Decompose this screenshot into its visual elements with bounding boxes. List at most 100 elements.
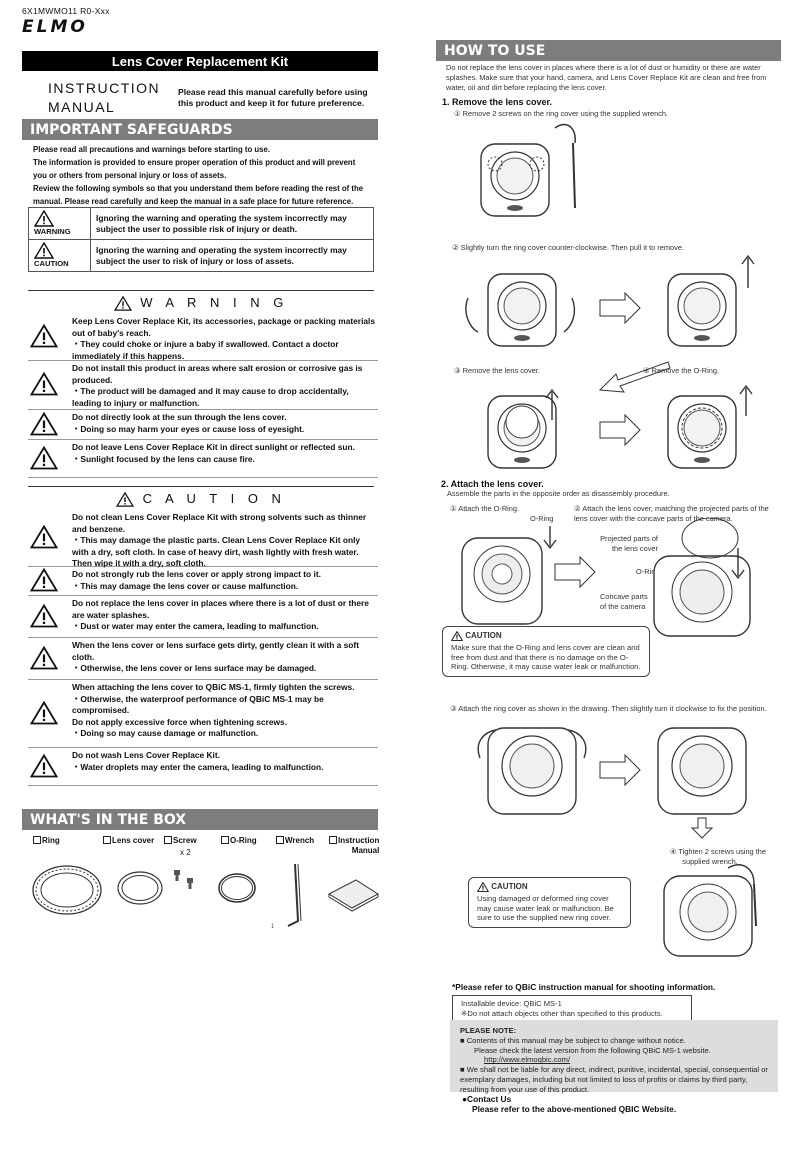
warning-item-4: Do not leave Lens Cover Replace Kit in d… [28, 440, 378, 478]
elmo-logo: ELMO [22, 17, 88, 37]
contact-us: ●Contact Us Please refer to the above-me… [462, 1094, 677, 1114]
camera-turn-ring [465, 273, 576, 347]
warning-item-1-icon [29, 323, 60, 350]
box-item-wrench: Wrench [276, 836, 314, 846]
caution-symbol-label: CAUTION [34, 259, 69, 269]
safeguards-intro: Please read all precautions and warnings… [33, 145, 364, 206]
caution-item-4-icon [29, 645, 60, 672]
camera-remove-lens [487, 388, 559, 469]
caution-item-3: Do not replace the lens cover in places … [28, 596, 378, 638]
how-to-use-heading: HOW TO USE [436, 40, 781, 61]
safeguards-heading: IMPORTANT SAFEGUARDS [22, 119, 378, 140]
box-item-ring: Ring [33, 836, 60, 846]
warning-symbol-label: WARNING [34, 227, 71, 237]
box-heading: WHAT'S IN THE BOX [22, 809, 378, 830]
warning-triangle-icon [34, 210, 54, 227]
step2-instruction-3: ③ Attach the ring cover as shown in the … [450, 704, 767, 713]
step2-title: 2. Attach the lens cover. [441, 479, 544, 489]
symbol-table: WARNING Ignoring the warning and operati… [28, 207, 374, 272]
camera-attach-o-ring [461, 537, 543, 625]
warning-item-3-text: Do not directly look at the sun through … [72, 412, 305, 434]
caution-item-5-text: When attaching the lens cover to QBiC MS… [72, 682, 355, 738]
caution-item-6: Do not wash Lens Cover Replace Kit.・Wate… [28, 748, 378, 786]
wrench-illustration [287, 863, 302, 927]
warning-item-2: Do not install this product in areas whe… [28, 361, 378, 410]
o-ring-label-2: O-Ring [636, 567, 660, 576]
svg-text:1: 1 [271, 924, 275, 930]
ring-illustration [32, 865, 102, 915]
installable-device-box: Installable device: QBiC MS-1※Do not att… [452, 995, 692, 1023]
warning-item-4-text: Do not leave Lens Cover Replace Kit in d… [72, 442, 355, 464]
caution-item-3-text: Do not replace the lens cover in places … [72, 598, 369, 631]
refer-note: *Please refer to QBiC instruction manual… [452, 982, 716, 992]
warning-item-2-text: Do not install this product in areas whe… [72, 363, 363, 408]
warning-item-1: Keep Lens Cover Replace Kit, its accesso… [28, 314, 378, 361]
please-note-box: PLEASE NOTE: ■ Contents of this manual m… [450, 1020, 778, 1094]
step2-instruction-1: ① Attach the O-Ring. [450, 504, 520, 513]
warning-item-3: Do not directly look at the sun through … [28, 410, 378, 440]
caution-item-1-text: Do not clean Lens Cover Replace Kit with… [72, 512, 367, 568]
step2-subtitle: Assemble the parts in the opposite order… [447, 489, 670, 498]
screw-illustration [174, 870, 193, 889]
warning-item-1-text: Keep Lens Cover Replace Kit, its accesso… [72, 316, 376, 361]
attach-ring-cover-illustrations [477, 727, 757, 957]
caution-symbol-text: Ignoring the warning and operating the s… [90, 239, 374, 272]
warning-heading-icon [113, 296, 132, 311]
box-item-o-ring: O-Ring [221, 836, 257, 846]
caution-item-2: Do not strongly rub the lens cover or ap… [28, 567, 378, 596]
caution-box-2-icon [477, 882, 489, 892]
camera-ring-fixed [657, 727, 747, 815]
document-code: 6X1MWMO11 R0-Xxx [22, 6, 110, 16]
website-link[interactable]: http://www.elmoqbic.com/ [484, 1055, 571, 1065]
caution-item-6-icon [29, 753, 60, 780]
caution-box-1-icon [451, 631, 463, 641]
caution-item-5: When attaching the lens cover to QBiC MS… [28, 680, 378, 748]
camera-attach-ring [477, 727, 587, 815]
caution-item-4-text: When the lens cover or lens surface gets… [72, 640, 359, 673]
caution-heading-icon [116, 492, 135, 507]
o-ring-label-1: O-Ring [530, 514, 554, 523]
caution-box-1: CAUTION Make sure that the O-Ring and le… [442, 626, 650, 677]
caution-item-1: Do not clean Lens Cover Replace Kit with… [28, 510, 378, 568]
step1-instruction-1: ① Remove 2 screws on the ring cover usin… [454, 109, 669, 118]
remove-lens-cover-illustrations: ② Slightly turn the ring cover counter-c… [452, 123, 755, 469]
caution-item-3-icon [29, 603, 60, 630]
symbol-row-warning: WARNING Ignoring the warning and operati… [28, 207, 374, 240]
how-to-use-intro: Do not replace the lens cover in places … [446, 63, 767, 92]
document-title: Lens Cover Replacement Kit [22, 51, 378, 71]
camera-remove-o-ring [667, 384, 753, 469]
lens-cover-illustration [117, 871, 163, 905]
caution-item-5-icon [29, 700, 60, 727]
caution-heading: C A U T I O N [28, 486, 374, 508]
step1-instruction-4: ④ Remove the O-Ring. [643, 366, 719, 375]
warning-heading: W A R N I N G [28, 290, 374, 312]
caution-item-4: When the lens cover or lens surface gets… [28, 638, 378, 680]
manual-illustration [327, 879, 379, 912]
box-contents-illustration: 1 [32, 863, 379, 930]
caution-item-2-text: Do not strongly rub the lens cover or ap… [72, 569, 321, 591]
caution-item-6-text: Do not wash Lens Cover Replace Kit.・Wate… [72, 750, 324, 772]
caution-triangle-icon [34, 242, 54, 259]
caution-item-1-icon [29, 524, 60, 551]
step1-instruction-2: ② Slightly turn the ring cover counter-c… [452, 243, 684, 252]
step1-title: 1. Remove the lens cover. [442, 97, 553, 107]
camera-ring-pulled [667, 254, 755, 347]
read-note: Please read this manual carefully before… [178, 87, 368, 108]
o-ring-illustration [218, 873, 256, 903]
camera-tighten-screws [663, 864, 757, 957]
warning-item-3-icon [29, 411, 60, 438]
warning-item-4-icon [29, 445, 60, 472]
camera-remove-screws [480, 123, 576, 217]
camera-attach-lens-cover [653, 555, 751, 637]
step2-instruction-2: ② Attach the lens cover, matching the pr… [574, 504, 769, 523]
step1-instruction-3: ③ Remove the lens cover. [454, 366, 540, 375]
caution-box-2: CAUTION Using damaged or deformed ring c… [468, 877, 631, 928]
warning-item-2-icon [29, 371, 60, 398]
caution-item-2-icon [29, 567, 60, 594]
